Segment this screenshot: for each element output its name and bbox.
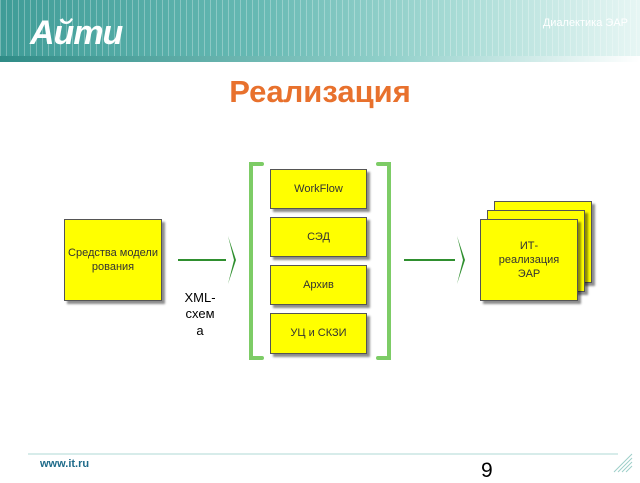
footer-url: www.it.ru — [40, 458, 90, 470]
module-label-ca-crypto: УЦ и СКЗИ — [290, 327, 347, 340]
modeling-tools-label: Средства моделирования — [68, 246, 158, 273]
module-label-archive: Архив — [303, 278, 334, 291]
xml-schema-label: XML- схем а — [184, 290, 216, 338]
modeling-tools-box: Средства моделирования — [64, 219, 162, 301]
arrowhead-2 — [457, 236, 465, 284]
header-banner: Айти Диалектика ЭАР — [0, 0, 640, 62]
left-bracket — [249, 162, 264, 360]
module-box-ca-crypto: УЦ и СКЗИ — [270, 313, 367, 354]
module-box-archive: Архив — [270, 265, 367, 305]
it-implementation-box: ИТ- реализация ЭАР — [480, 219, 578, 301]
module-label-sed: СЭД — [307, 230, 330, 243]
slide-title: Реализация — [229, 74, 411, 109]
page-number: 9 — [481, 459, 493, 482]
header-strip — [0, 56, 640, 62]
right-bracket — [376, 162, 391, 360]
header-title: Диалектика ЭАР — [542, 17, 628, 29]
module-label-workflow: WorkFlow — [294, 182, 343, 195]
arrowhead-1 — [228, 236, 236, 284]
module-box-workflow: WorkFlow — [270, 169, 367, 209]
it-implementation-label: ИТ- реализация ЭАР — [498, 239, 560, 281]
company-logo: Айти — [30, 14, 123, 52]
footer-divider — [28, 453, 618, 455]
module-box-sed: СЭД — [270, 217, 367, 257]
corner-pattern-icon — [613, 453, 633, 473]
